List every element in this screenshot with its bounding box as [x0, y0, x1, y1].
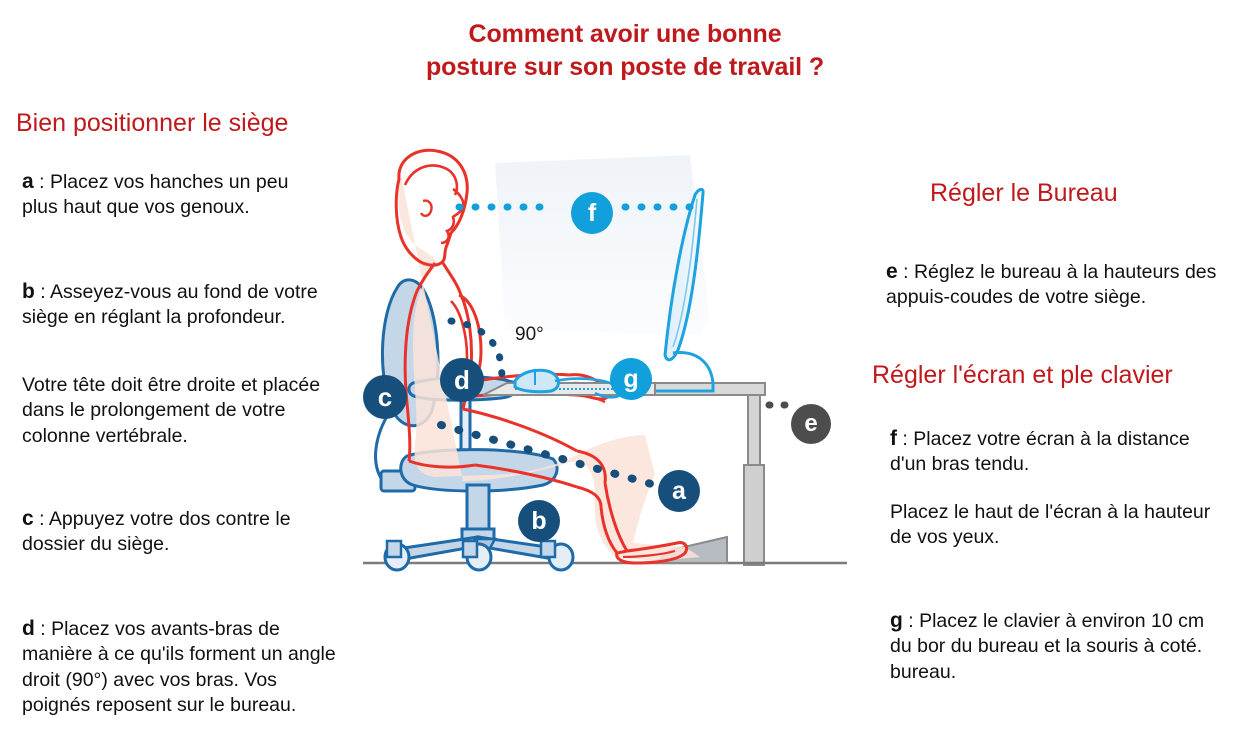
- ergonomic-posture-illustration: [355, 145, 855, 690]
- tip-g-trailing-text: bureau.: [890, 660, 957, 683]
- marker-e[interactable]: e: [791, 404, 831, 444]
- tip-d-text: Placez vos avants-bras de manière à ce q…: [22, 618, 336, 717]
- tip-e-text: Réglez le bureau à la hauteurs des appui…: [886, 261, 1217, 309]
- tip-d-separator: :: [34, 618, 52, 640]
- tip-e-letter: e: [886, 260, 898, 283]
- tip-d-letter: d: [22, 617, 35, 640]
- tip-f-text: Placez votre écran à la distance d'un br…: [890, 428, 1190, 476]
- section-heading-desk: Régler le Bureau: [930, 179, 1118, 207]
- tip-e: e : Réglez le bureau à la hauteurs des a…: [886, 258, 1238, 311]
- tip-g-separator: :: [902, 610, 920, 632]
- tip-g-text: Placez le clavier à environ 10 cm du bor…: [890, 610, 1205, 658]
- marker-a[interactable]: a: [658, 470, 700, 512]
- marker-a-label: a: [672, 476, 686, 505]
- tip-screen-height-note: Placez le haut de l'écran à la hauteur d…: [890, 500, 1220, 551]
- tip-f-letter: f: [890, 427, 897, 450]
- tip-a-letter: a: [22, 170, 34, 193]
- marker-d-label: d: [454, 364, 470, 395]
- dotted-arc-elbow: [447, 317, 506, 389]
- tip-g-letter: g: [890, 609, 903, 632]
- tip-c-text: Appuyez votre dos contre le dossier du s…: [22, 508, 291, 556]
- marker-c[interactable]: c: [363, 375, 407, 419]
- tip-a-separator: :: [33, 171, 50, 193]
- marker-b-label: b: [531, 506, 547, 535]
- tip-f: f : Placez votre écran à la distance d'u…: [890, 425, 1220, 478]
- marker-f[interactable]: f: [571, 192, 613, 234]
- tip-a: a : Placez vos hanches un peu plus haut …: [22, 168, 322, 221]
- tip-b-letter: b: [22, 280, 35, 303]
- tip-c-separator: :: [33, 508, 49, 530]
- tip-e-separator: :: [897, 261, 914, 283]
- tip-f-separator: :: [897, 428, 914, 450]
- page-title: Comment avoir une bonne posture sur son …: [330, 18, 920, 84]
- marker-f-label: f: [587, 198, 597, 227]
- marker-g-label: g: [623, 364, 639, 393]
- marker-g[interactable]: g: [610, 358, 652, 400]
- marker-c-label: c: [377, 381, 393, 412]
- monitor: [655, 187, 715, 393]
- dotted-line-a: [437, 421, 659, 489]
- tip-a-text: Placez vos hanches un peu plus haut que …: [22, 171, 289, 219]
- page-title-line2: posture sur son poste de travail ?: [425, 53, 825, 81]
- tip-c-letter: c: [22, 507, 34, 530]
- tip-screen-height-text: Placez le haut de l'écran à la hauteur d…: [890, 501, 1211, 549]
- tip-b-separator: :: [34, 281, 51, 303]
- tip-c: c : Appuyez votre dos contre le dossier …: [22, 505, 322, 558]
- marker-b[interactable]: b: [518, 500, 560, 542]
- section-heading-seat: Bien positionner le siège: [16, 109, 289, 137]
- background-panel: [495, 155, 710, 335]
- page-title-line1: Comment avoir une bonne: [468, 20, 782, 48]
- marker-e-label: e: [804, 410, 818, 437]
- tip-b-text: Asseyez-vous au fond de votre siège en r…: [22, 281, 318, 329]
- angle-label-90-degrees: 90°: [515, 324, 544, 345]
- tip-head-note: Votre tête doit être droite et placée da…: [22, 373, 322, 449]
- section-heading-screen-keyboard: Régler l'écran et ple clavier: [872, 361, 1173, 389]
- tip-b: b : Asseyez-vous au fond de votre siège …: [22, 278, 322, 331]
- tip-g: g : Placez le clavier à environ 10 cm du…: [890, 607, 1230, 685]
- marker-d[interactable]: d: [440, 358, 484, 402]
- tip-d: d : Placez vos avants-bras de manière à …: [22, 615, 340, 718]
- tip-head-note-text: Votre tête doit être droite et placée da…: [22, 374, 321, 447]
